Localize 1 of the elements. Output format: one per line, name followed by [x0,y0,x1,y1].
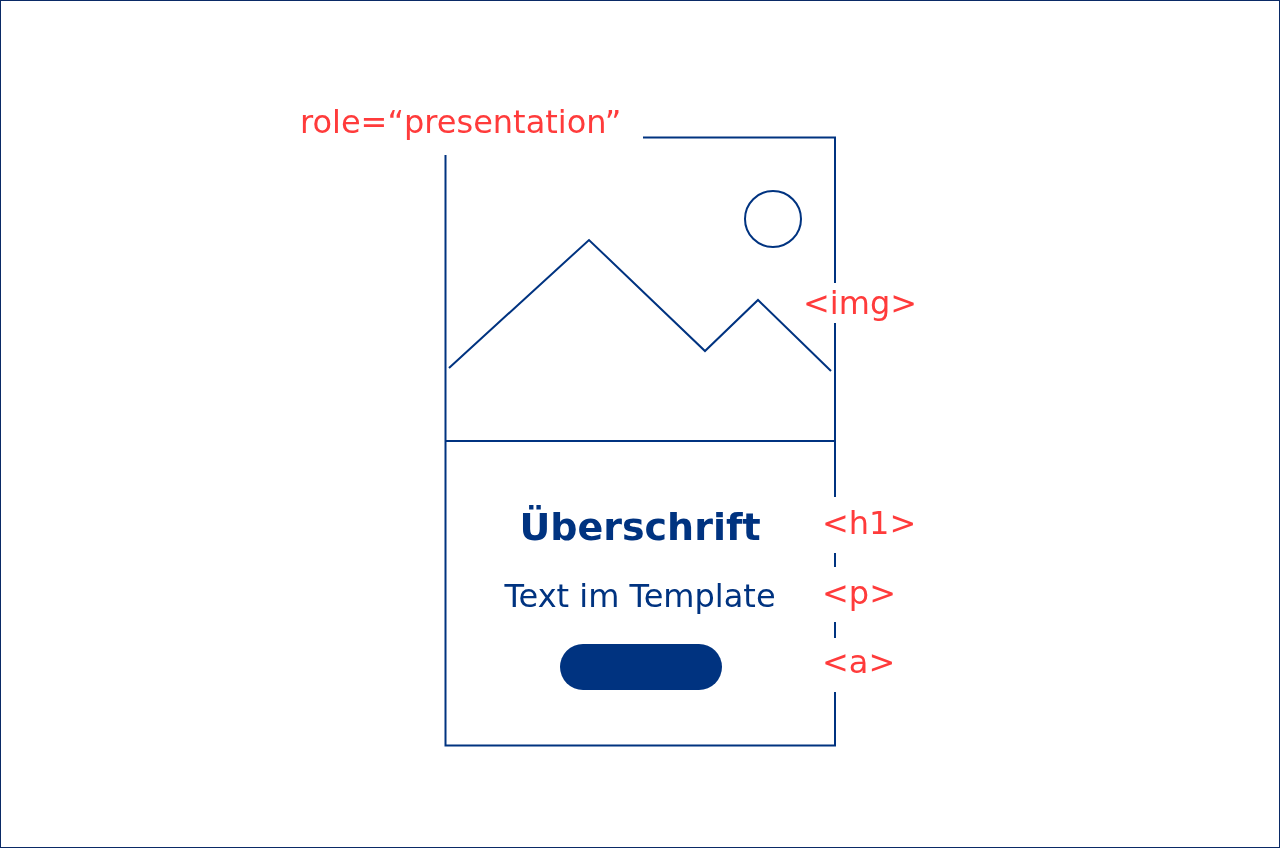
link-button [560,644,722,690]
